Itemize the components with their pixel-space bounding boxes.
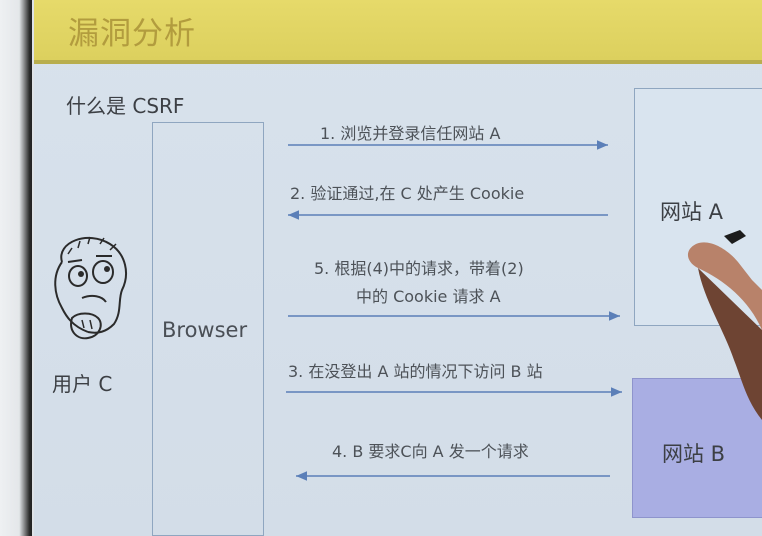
slide-title: 漏洞分析 [68,16,196,52]
presenter-hand [687,230,762,420]
user-c-label: 用户 C [52,372,113,396]
background-wall [0,0,32,536]
step-5-label-line-1: 5. 根据(4)中的请求，带着(2) [314,259,524,278]
step-4-label: 4. B 要求C向 A 发一个请求 [332,442,529,461]
slide: 漏洞分析 什么是 CSRF 用户 C Browser 网站 A 网站 B 1. … [34,0,762,536]
thinking-face-icon [54,236,127,340]
step-1-label: 1. 浏览并登录信任网站 A [320,124,501,143]
site-a-label: 网站 A [660,200,724,224]
flow-arrows [286,140,622,481]
step-2-label: 2. 验证通过,在 C 处产生 Cookie [290,184,525,203]
site-b-label: 网站 B [662,442,726,466]
step-5-label-line-2: 中的 Cookie 请求 A [356,287,501,306]
title-banner: 漏洞分析 [34,0,762,64]
browser-label: Browser [162,318,248,342]
site-b-box [632,378,762,518]
slide-subtitle: 什么是 CSRF [66,94,185,118]
step-3-label: 3. 在没登出 A 站的情况下访问 B 站 [288,362,543,381]
